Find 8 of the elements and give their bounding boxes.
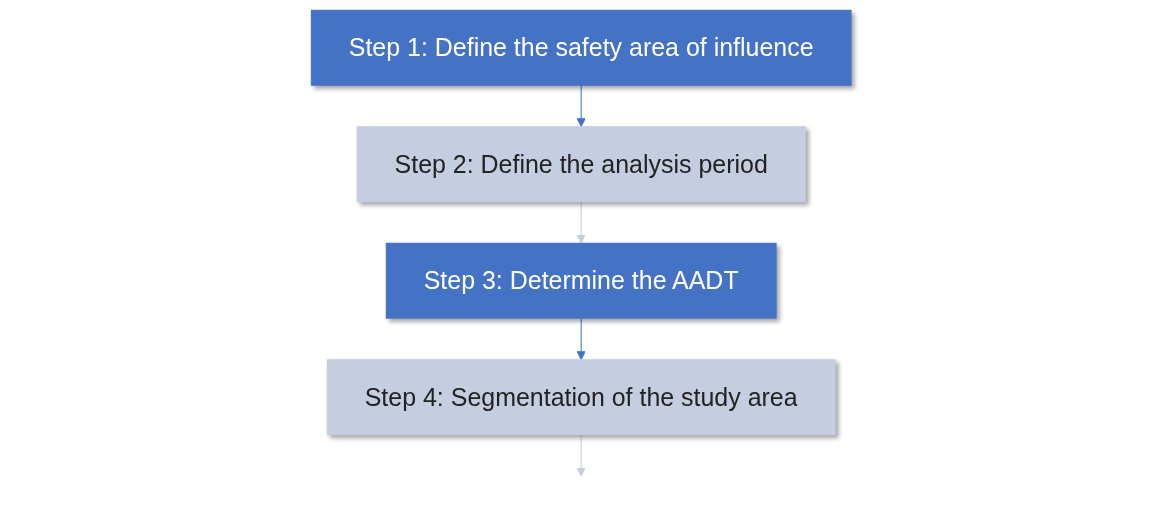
arrow	[576, 84, 587, 128]
arrow	[576, 434, 587, 477]
arrow	[576, 201, 587, 244]
node-box: Step 2: Define the analysis period	[356, 126, 807, 203]
node-box: Step 3: Determine the AADT	[386, 242, 777, 319]
node-box: Step 4: Segmentation of the study area	[327, 359, 836, 436]
arrow	[576, 317, 587, 361]
node-box: Step 1: Define the safety area of influence	[311, 9, 852, 86]
